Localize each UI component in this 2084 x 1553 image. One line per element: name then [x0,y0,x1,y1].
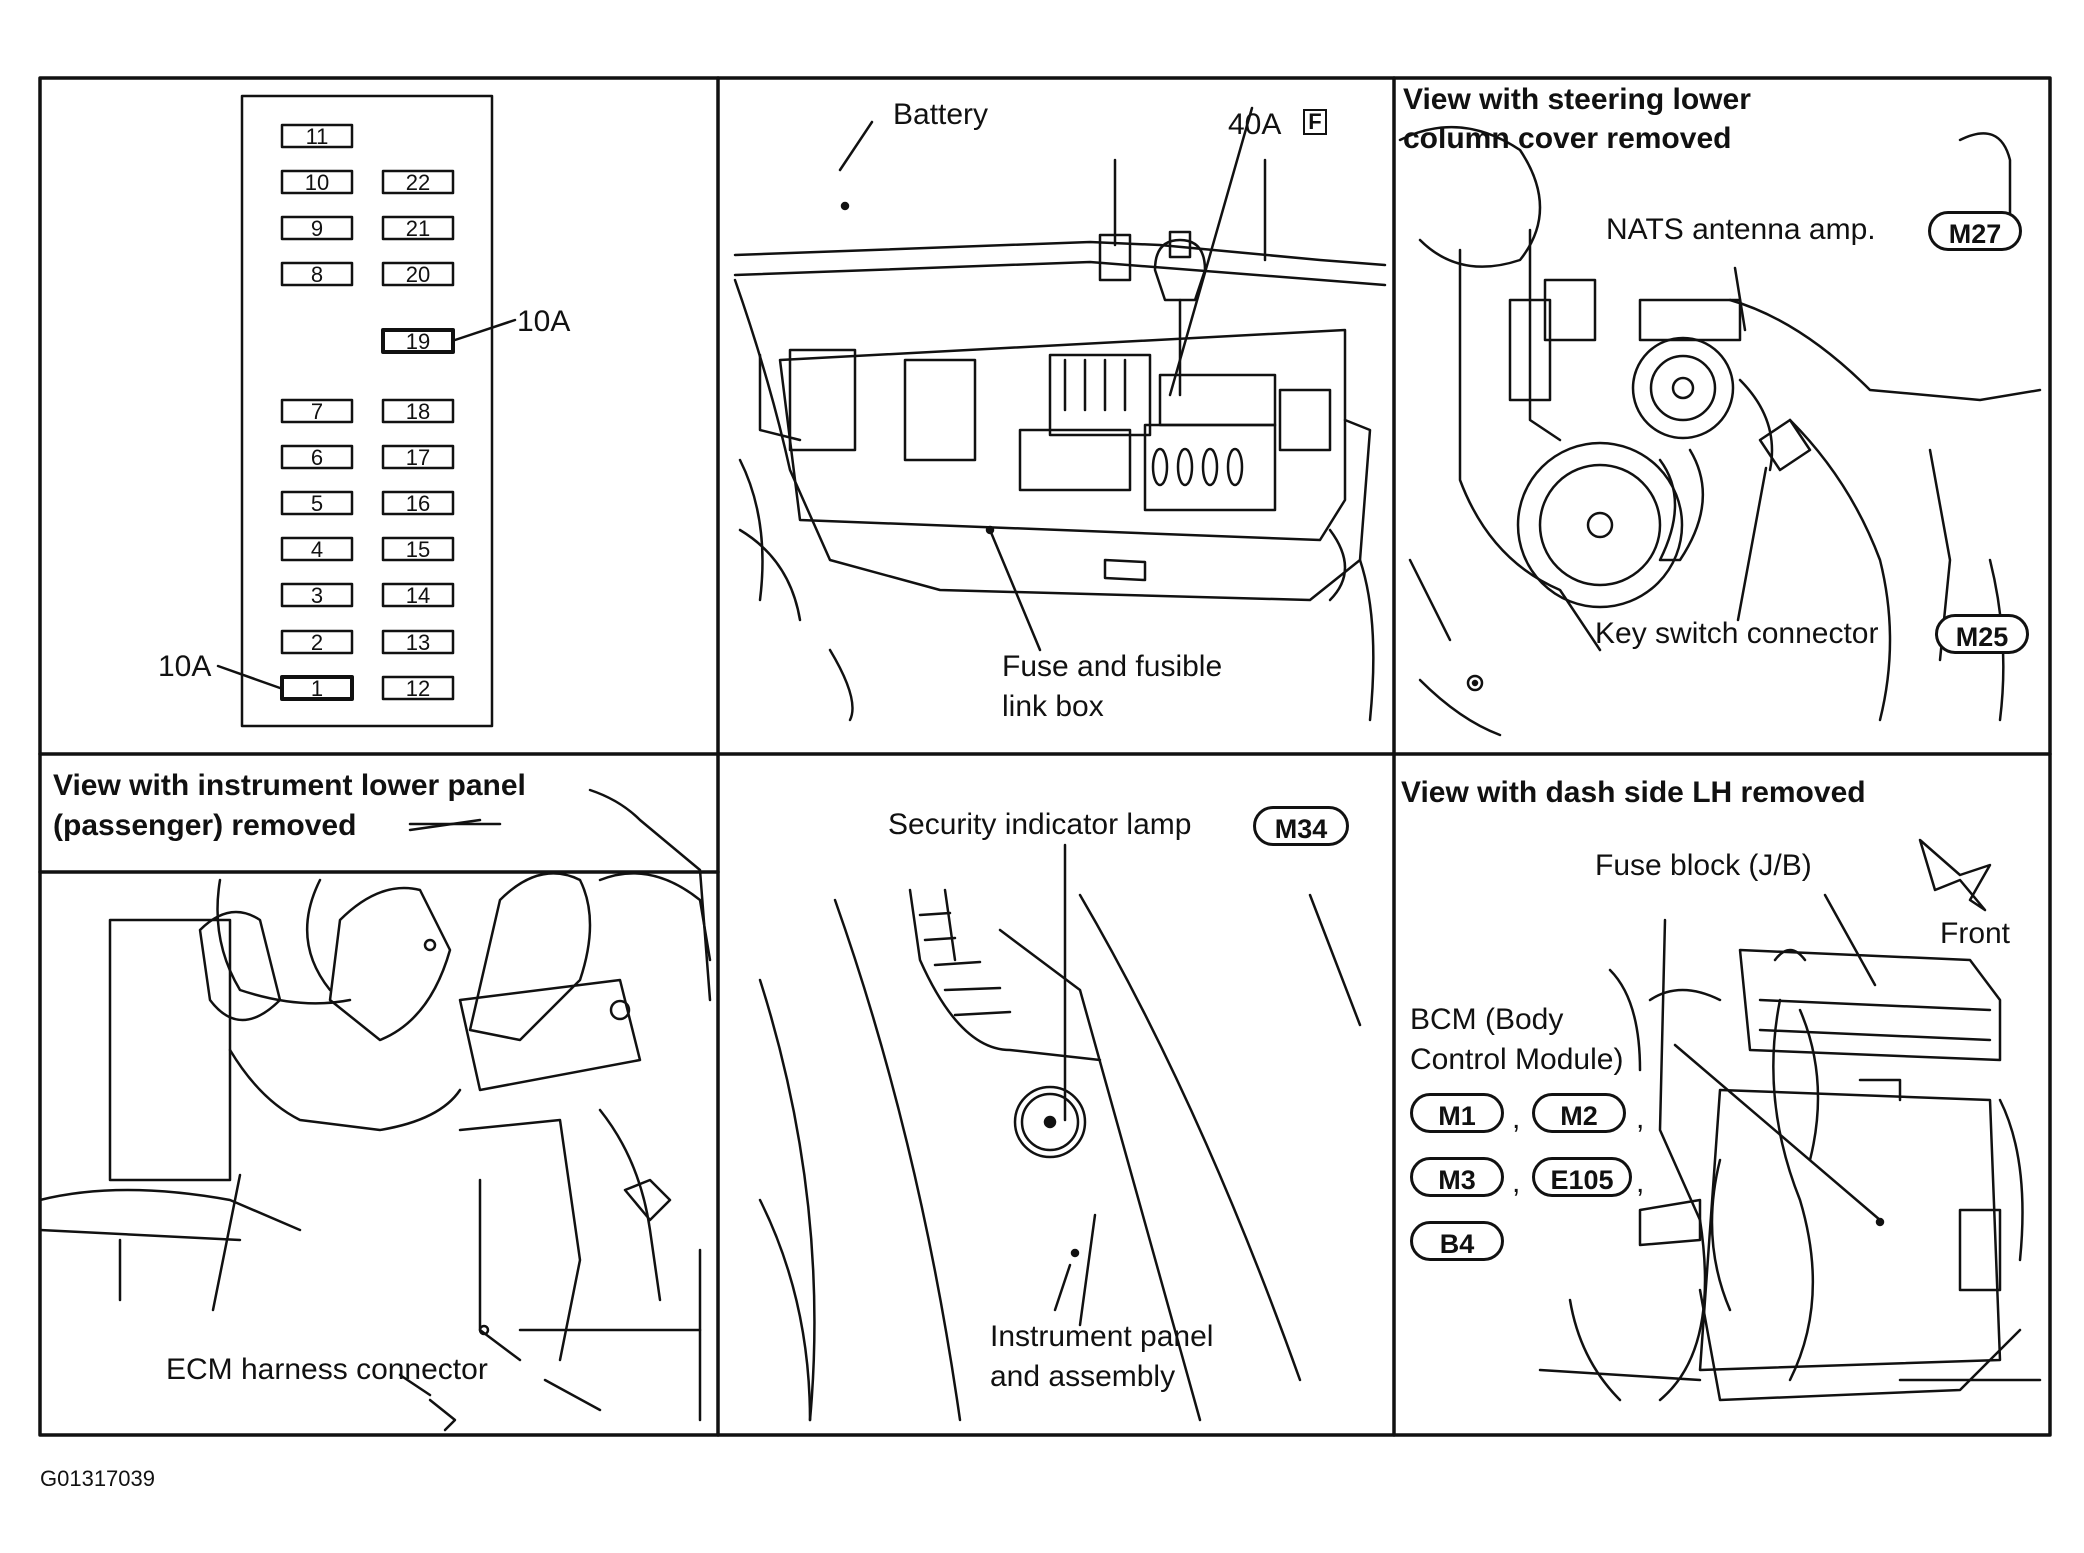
fuse-box-label-line1: Fuse and fusible [1002,650,1223,683]
fuse-number: 19 [405,329,431,354]
fuse-number: 4 [310,537,324,562]
fuse-number: 1 [310,676,324,701]
fuse-number: 2 [310,630,324,655]
fuse-number: 13 [405,630,431,655]
fuse-number: 17 [405,445,431,470]
code-separator: , [1512,1102,1521,1135]
instrument-panel-header-line2: (passenger) removed [53,809,357,842]
fuse-slot [381,261,455,287]
fuse-box-label-line2: link box [1002,690,1104,723]
bcm-code-m1: M1 [1410,1093,1504,1133]
security-lamp-drawing [758,843,1362,1422]
bcm-code-e105: E105 [1532,1157,1632,1197]
key-switch-connector-code: M25 [1935,614,2029,654]
code-separator: , [1636,1166,1645,1199]
key-switch-label: Key switch connector [1595,617,1879,650]
fuse-number: 15 [405,537,431,562]
fuse-slot [280,490,354,516]
nats-connector-code: M27 [1928,211,2022,251]
fuse-slot [280,169,354,195]
nats-antenna-label: NATS antenna amp. [1606,213,1876,246]
fuse-slot [381,328,455,354]
fuse-number: 10 [304,170,330,195]
fuse-slot [381,675,455,701]
figure-id: G01317039 [40,1466,155,1491]
fuse-slot [280,675,354,701]
fuse-callout-lines [216,318,517,690]
fuse-slot [381,582,455,608]
fuse-slot [381,629,455,655]
fuse-number: 22 [405,170,431,195]
instrument-panel-header-line1: View with instrument lower panel [53,769,526,802]
bcm-label-line2: Control Module) [1410,1043,1624,1076]
fuse-slot [381,536,455,562]
fuse-number: 21 [405,216,431,241]
fuse-number: 18 [405,399,431,424]
fuse-number: 5 [310,491,324,516]
fuse-number: 11 [305,124,329,149]
dash-side-drawing [1538,838,2042,1402]
bcm-label-line1: BCM (Body [1410,1003,1564,1036]
fuse-number: 3 [310,583,324,608]
bcm-code-m3: M3 [1410,1157,1504,1197]
fuse-slot [280,536,354,562]
fuse-number: 16 [405,491,431,516]
fuse-code-box: F [1303,109,1327,135]
fuse-layout-outline [240,94,494,728]
bcm-code-b4: B4 [1410,1221,1504,1261]
fuse-number: 8 [310,262,324,287]
code-separator: , [1636,1102,1645,1135]
fuse-slot [381,490,455,516]
fuse-slot [381,215,455,241]
fuse-number: 7 [310,399,324,424]
fuse-callout-19: 10A [517,305,571,338]
security-lamp-label: Security indicator lamp [888,808,1192,841]
fuse-slot [280,444,354,470]
steering-panel-header-line1: View with steering lower [1403,83,1751,116]
instrument-lower-drawing [38,788,712,1432]
instrument-panel-label-line1: Instrument panel [990,1320,1214,1353]
fuse-slot [280,582,354,608]
fuse-callout-1: 10A [158,650,212,683]
panel-grid [38,76,2052,1437]
fuse-number: 9 [310,216,324,241]
fuse-number: 14 [405,583,431,608]
fuse-slots [280,123,455,701]
ecm-harness-label: ECM harness connector [166,1353,488,1386]
fuse-block-label: Fuse block (J/B) [1595,849,1812,882]
code-separator: , [1512,1166,1521,1199]
instrument-panel-label-line2: and assembly [990,1360,1176,1393]
fuse-slot [280,123,354,149]
fuse-slot [280,261,354,287]
battery-label: Battery [893,98,989,131]
fuse-slot [381,169,455,195]
fuse-slot [381,444,455,470]
fuse-slot [280,629,354,655]
front-label: Front [1940,917,2011,950]
fuse-box-drawing [733,106,1387,722]
steering-panel-header-line2: column cover removed [1403,122,1732,155]
fuse-number: 12 [405,676,431,701]
fuse-slot [381,398,455,424]
security-lamp-code: M34 [1253,806,1349,846]
fuse-rating-label: 40A [1228,108,1282,141]
dash-side-header: View with dash side LH removed [1401,776,1866,809]
fuse-number: 6 [310,445,324,470]
fuse-number: 20 [405,262,431,287]
fuse-slot [280,215,354,241]
fuse-slot [280,398,354,424]
bcm-code-m2: M2 [1532,1093,1626,1133]
